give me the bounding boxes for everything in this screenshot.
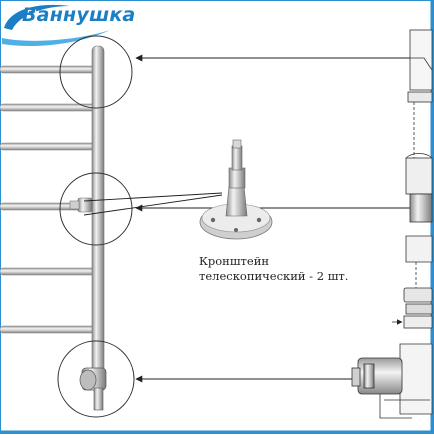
section-drawing [351,29,433,419]
brand-logo-text: Ваннушка [22,4,136,26]
rail-3 [0,142,101,151]
vertical-pipe [91,45,105,392]
caption-line-1: Кронштейн [199,254,270,268]
bottom-fitting [79,367,107,411]
pipe-bracket-mid [69,197,93,213]
rail-5 [0,267,101,276]
bracket-caption: Кронштейн телескопический - 2 шт. [199,254,348,284]
caption-line-2: телескопический - 2 шт. [199,269,349,283]
telescopic-bracket-icon [199,139,273,240]
rail-6 [0,325,101,334]
rail-1 [0,65,101,74]
bracket-leader-2 [83,194,223,216]
detail-circle-bottom [57,340,135,418]
detail-circle-mid [59,172,133,246]
rail-2 [0,103,101,112]
bracket-leader-1 [83,192,223,202]
detail-circle-top [59,35,133,109]
logo-icon [2,4,110,47]
